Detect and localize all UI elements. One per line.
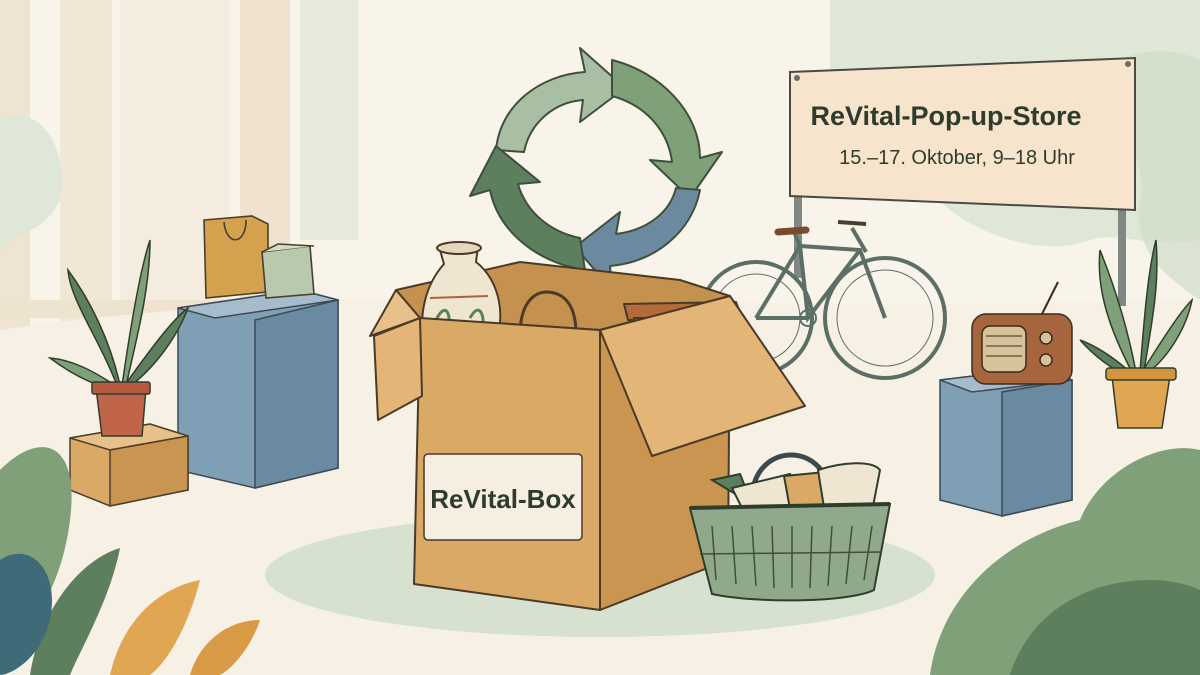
bicycle-icon	[698, 220, 947, 380]
store-sign: ReVital-Pop-up-Store 15.–17. Oktober, 9–…	[789, 56, 1136, 306]
sign-title: ReVital-Pop-up-Store	[810, 101, 1081, 131]
foreground-foliage-right	[930, 448, 1200, 675]
wall-foliage-left	[0, 115, 62, 250]
basket-icon	[688, 452, 892, 602]
small-box	[69, 423, 189, 507]
right-pedestal	[939, 367, 1073, 517]
potted-plant-icon	[1079, 239, 1194, 429]
potted-plant-icon	[47, 239, 190, 437]
revital-box: ReVital-Box	[369, 241, 806, 611]
box-label: ReVital-Box	[430, 484, 576, 514]
sign-subtitle: 15.–17. Oktober, 9–18 Uhr	[839, 147, 1075, 169]
recycle-arrows-icon	[469, 47, 723, 291]
radio-icon	[971, 281, 1073, 385]
shopping-bag-icon	[203, 215, 315, 299]
foreground-foliage-left	[0, 447, 260, 675]
wall-shape-right	[1118, 51, 1200, 300]
basket-weave	[699, 525, 883, 589]
left-pedestal	[177, 289, 339, 489]
